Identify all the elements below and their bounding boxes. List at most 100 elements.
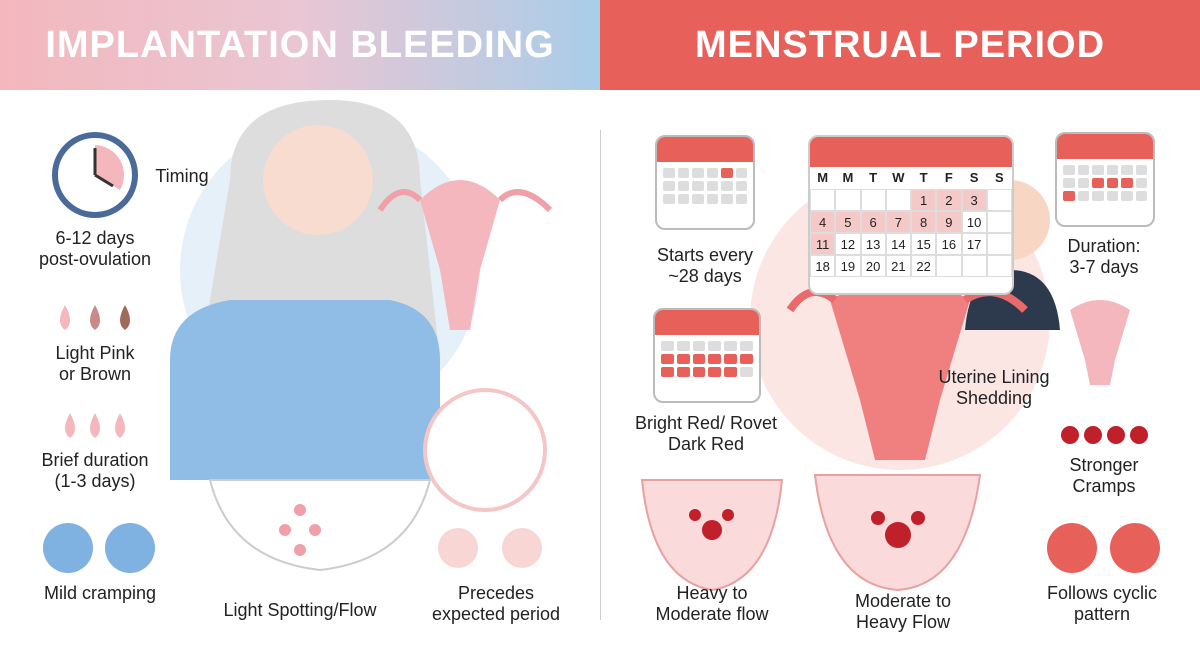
flow-label: Light Spotting/Flow bbox=[223, 600, 377, 620]
calendar-day: 16 bbox=[936, 233, 962, 255]
line: Bright Red/ Rovet bbox=[634, 413, 778, 433]
line: 6-12 days bbox=[55, 228, 135, 248]
calendar-day bbox=[986, 233, 1012, 255]
duration-label: Brief duration(1-3 days) bbox=[41, 450, 148, 492]
underwear bbox=[208, 479, 432, 572]
line: post-ovulation bbox=[38, 249, 152, 269]
line: (1-3 days) bbox=[54, 471, 136, 491]
line: Heavy Flow bbox=[855, 612, 951, 632]
calendar-duration-icon bbox=[1055, 132, 1155, 227]
left-title: IMPLANTATION BLEEDING bbox=[45, 23, 555, 66]
calendar-day: 14 bbox=[885, 233, 911, 255]
calendar-day: 20 bbox=[860, 255, 886, 277]
calendar-day: 9 bbox=[936, 211, 962, 233]
weekday: M bbox=[817, 170, 829, 185]
clock-icon bbox=[52, 132, 138, 218]
calendar-day bbox=[936, 255, 962, 277]
drops-cramps-icon bbox=[1061, 426, 1148, 444]
lightning-cramp-icon bbox=[43, 523, 93, 573]
line: pattern bbox=[1073, 604, 1131, 624]
weekday: W bbox=[892, 170, 905, 185]
line: Precedes bbox=[457, 583, 535, 603]
calendar-day bbox=[860, 189, 886, 211]
calendar-day bbox=[810, 189, 836, 211]
weekday: F bbox=[944, 170, 953, 185]
duration-label: Duration:3-7 days bbox=[1067, 236, 1140, 278]
line: expected period bbox=[431, 604, 561, 624]
weekday: S bbox=[969, 170, 979, 185]
calendar-day: 22 bbox=[911, 255, 937, 277]
line: Starts every bbox=[656, 245, 754, 265]
calendar-day: 11 bbox=[810, 233, 836, 255]
calendar-icon bbox=[438, 528, 478, 568]
weekday: M bbox=[842, 170, 854, 185]
line: Follows cyclic bbox=[1046, 583, 1158, 603]
line: Dark Red bbox=[667, 434, 745, 454]
implantation-header: IMPLANTATION BLEEDING bbox=[0, 0, 600, 90]
weekday: T bbox=[919, 170, 928, 185]
line: Uterine Lining bbox=[938, 367, 1050, 387]
line: Cramps bbox=[1072, 476, 1136, 496]
calendar-day bbox=[835, 189, 861, 211]
zoom-circle bbox=[423, 388, 547, 512]
calendar-day: 19 bbox=[835, 255, 861, 277]
starts-label: Starts every~28 days bbox=[657, 245, 753, 287]
calendar-day: 8 bbox=[911, 211, 937, 233]
cramping-label: Mild cramping bbox=[43, 583, 157, 603]
calendar-day: 15 bbox=[911, 233, 937, 255]
calendar-day: 13 bbox=[860, 233, 886, 255]
line: Duration: bbox=[1067, 236, 1141, 256]
calendar-day: 18 bbox=[810, 255, 836, 277]
cramp-icon bbox=[1047, 523, 1097, 573]
woman-shirt bbox=[170, 300, 440, 480]
weekday: S bbox=[995, 170, 1004, 185]
right-title: MENSTRUAL PERIOD bbox=[694, 23, 1106, 66]
weekday: T bbox=[869, 170, 878, 185]
menstrual-header: MENSTRUAL PERIOD bbox=[600, 0, 1200, 90]
calendar-day: 3 bbox=[961, 189, 987, 211]
calendar-day bbox=[986, 211, 1012, 233]
small-uterus-icon bbox=[1070, 300, 1130, 385]
person-icon bbox=[1110, 523, 1160, 573]
calendar-day: 6 bbox=[860, 211, 886, 233]
drops-duration-icon bbox=[65, 413, 125, 438]
calendar-day: 5 bbox=[835, 211, 861, 233]
left-illustration bbox=[43, 100, 553, 573]
calendar-day: 21 bbox=[885, 255, 911, 277]
line: Moderate to bbox=[854, 591, 952, 611]
calendar-day: 10 bbox=[961, 211, 987, 233]
calendar-day bbox=[986, 189, 1012, 211]
stomach-icon bbox=[502, 528, 542, 568]
stomach-icon bbox=[105, 523, 155, 573]
timing-label: Timing bbox=[155, 166, 209, 186]
line: Heavy to bbox=[676, 583, 748, 603]
line: or Brown bbox=[58, 364, 132, 384]
woman-face bbox=[263, 125, 373, 235]
calendar-day bbox=[986, 255, 1012, 277]
calendar-color-icon bbox=[653, 308, 761, 403]
line: 3-7 days bbox=[1069, 257, 1139, 277]
uterus-icon bbox=[377, 180, 553, 330]
calendar-starts-icon bbox=[655, 135, 755, 230]
divider bbox=[600, 130, 601, 620]
line: Moderate flow bbox=[655, 604, 769, 624]
calendar-day: 12 bbox=[835, 233, 861, 255]
calendar-day: 4 bbox=[810, 211, 836, 233]
line: Brief duration bbox=[41, 450, 149, 470]
drops-color-icon bbox=[60, 305, 130, 330]
calendar-day bbox=[885, 189, 911, 211]
calendar-day: 17 bbox=[961, 233, 987, 255]
calendar-day: 7 bbox=[885, 211, 911, 233]
calendar-day: 1 bbox=[911, 189, 937, 211]
calendar-day bbox=[961, 255, 987, 277]
line: ~28 days bbox=[668, 266, 742, 286]
